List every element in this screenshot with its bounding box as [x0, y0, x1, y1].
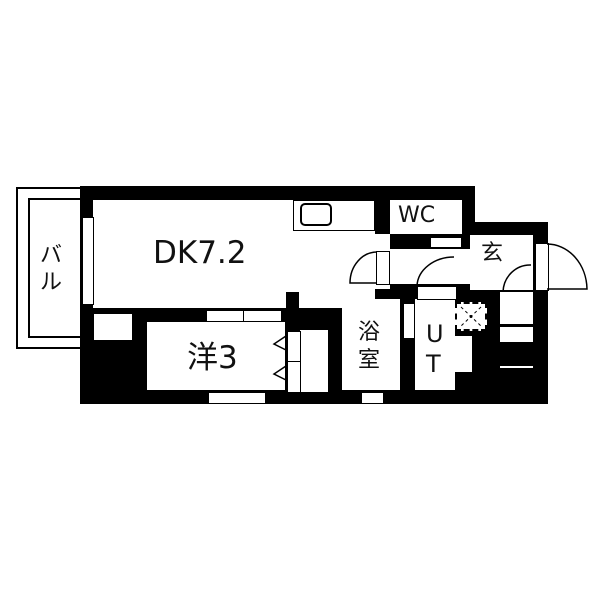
western-top-door-2: [243, 310, 282, 322]
washer-drain-icon: [460, 306, 482, 327]
dk-floor-bottom-strip: [133, 300, 286, 308]
bath-room: [342, 299, 400, 390]
utility-label-1: U: [426, 320, 444, 348]
wc-door: [430, 237, 462, 248]
bath-window: [361, 392, 384, 404]
washer-space: [455, 302, 487, 331]
balcony-label-1: バ: [40, 243, 63, 268]
western-window-bottom: [208, 392, 266, 404]
dk-pillar: [286, 292, 299, 318]
front-door-jamb: [535, 243, 549, 291]
western-top-door-1: [206, 310, 245, 322]
bath-label-1: 浴: [358, 320, 381, 345]
dk-window-left: [82, 217, 94, 305]
balcony-label-2: ル: [40, 270, 63, 295]
entrance-room: [470, 235, 533, 290]
shoe-closet: [500, 292, 533, 324]
balcony-inner: [28, 198, 82, 338]
utility-label-2: T: [426, 350, 441, 378]
closet: [300, 330, 328, 392]
dk-to-corridor: [300, 234, 390, 289]
corridor-door-dk: [376, 251, 390, 285]
western-label: 洋3: [187, 340, 238, 376]
kitchen-sink: [300, 203, 332, 226]
western-room: [147, 322, 285, 390]
utility-room: [415, 299, 455, 390]
door-swing-utility-icon: [416, 256, 455, 287]
utility-sink: [455, 336, 472, 372]
front-door-swing-icon: [546, 243, 588, 290]
corridor: [390, 249, 470, 284]
bath-label-2: 室: [358, 348, 381, 373]
door-swing-entrance-icon: [502, 264, 532, 293]
dk-label: DK7.2: [153, 235, 247, 271]
dk-nook: [93, 313, 133, 341]
closet-fold-icon: [272, 335, 287, 381]
entrance-label: 玄: [481, 241, 504, 266]
wc-room: [390, 200, 462, 234]
shoe-closet-line: [500, 366, 533, 368]
bath-door: [403, 303, 415, 339]
door-swing-dk-icon: [349, 251, 378, 284]
utility-door: [417, 286, 457, 300]
closet-door-2: [287, 361, 301, 393]
dk-room-lower: [93, 300, 133, 308]
shoe-closet-2: [500, 326, 533, 342]
wc-label: WC: [398, 203, 436, 228]
